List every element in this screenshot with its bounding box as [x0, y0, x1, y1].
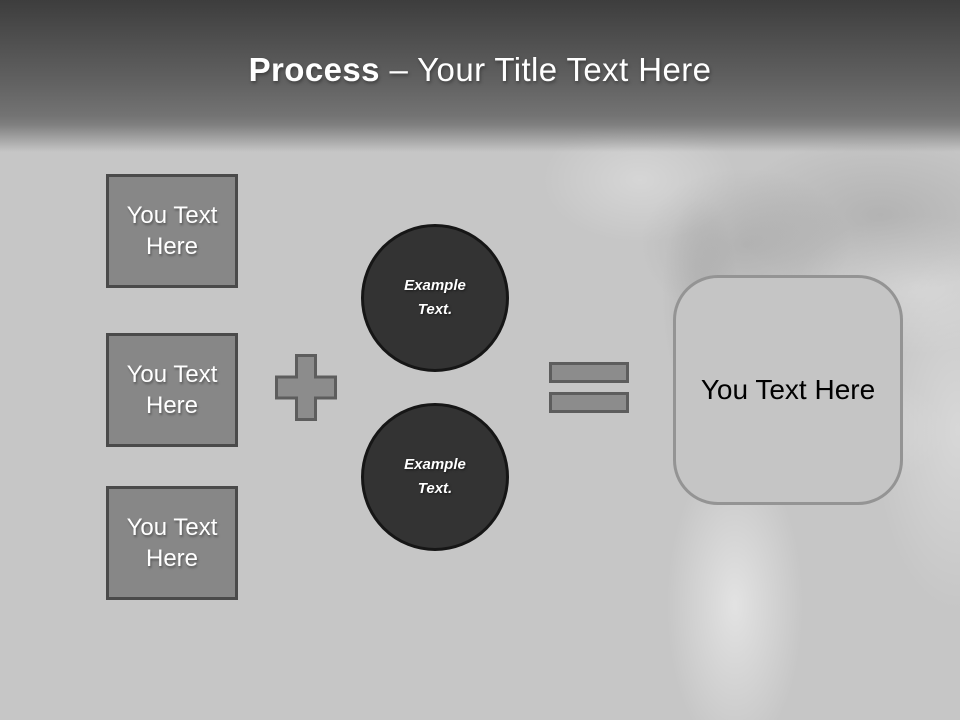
example-circle-1: Example Text.: [361, 224, 509, 372]
input-box-2: You Text Here: [106, 333, 238, 447]
example-circle-1-label: Example Text.: [404, 277, 466, 318]
title-subtitle: – Your Title Text Here: [389, 51, 712, 88]
plus-icon-glyph: [275, 354, 337, 421]
input-box-2-label: You Text Here: [126, 361, 218, 419]
input-box-1: You Text Here: [106, 174, 238, 288]
result-box-label: You Text Here: [700, 374, 876, 405]
input-box-1-label: You Text Here: [126, 202, 218, 260]
input-box-3: You Text Here: [106, 486, 238, 600]
slide-title: Process – Your Title Text Here: [0, 51, 960, 89]
plus-icon: [275, 354, 337, 421]
example-circle-2: Example Text.: [361, 403, 509, 551]
example-circle-2-label: Example Text.: [404, 456, 466, 497]
header-gradient-band: [0, 0, 960, 152]
title-keyword: Process: [248, 51, 380, 88]
result-box: You Text Here: [673, 275, 903, 505]
input-box-3-label: You Text Here: [126, 514, 218, 572]
equals-icon: [549, 362, 629, 413]
equals-icon-top-bar: [549, 362, 629, 383]
equals-icon-bottom-bar: [549, 392, 629, 413]
